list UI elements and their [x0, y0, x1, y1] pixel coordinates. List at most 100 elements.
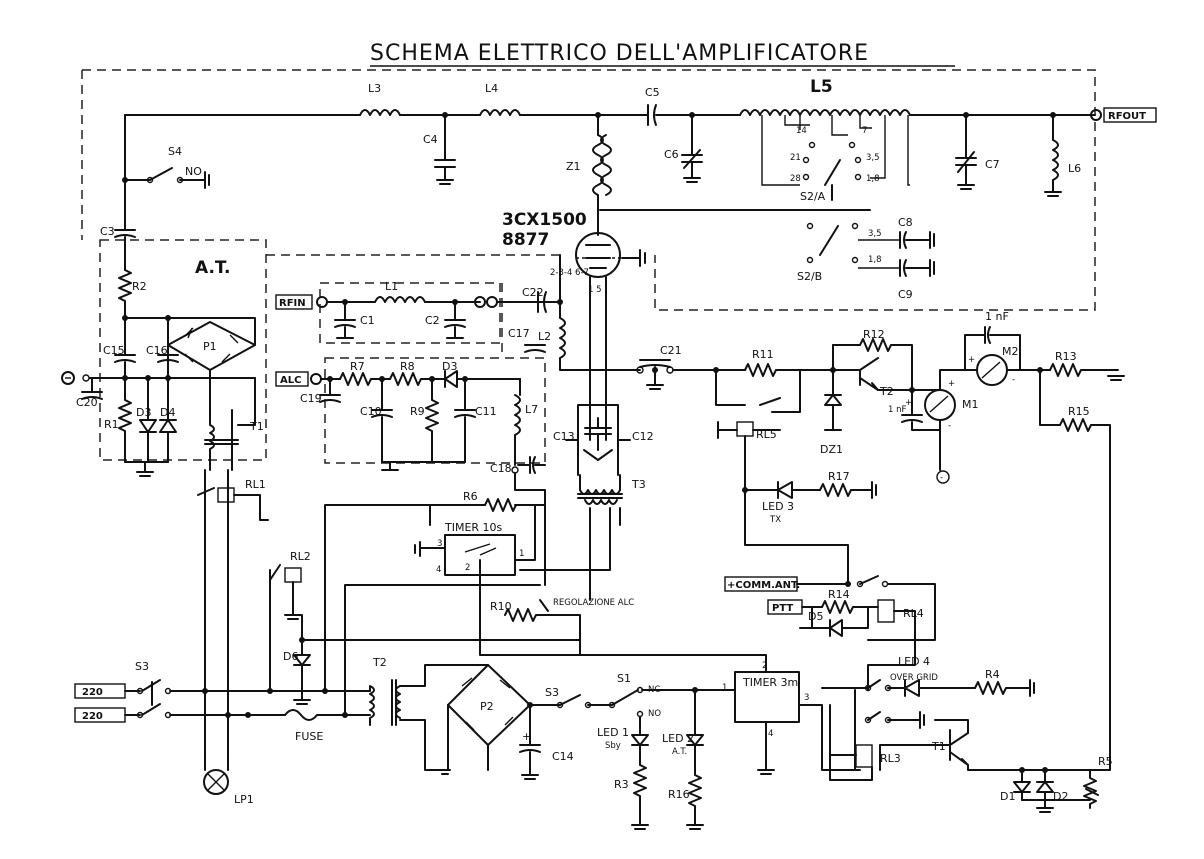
- resistor-r12: [859, 338, 913, 391]
- led1-label: LED 1: [597, 726, 629, 739]
- transistor-t1: [934, 719, 1091, 771]
- tube-heater-pins: 1 5: [588, 285, 602, 295]
- c8-label: C8: [898, 216, 913, 229]
- transformer-t2: [369, 679, 401, 726]
- r17-label: R17: [828, 470, 850, 483]
- switch-s2b[interactable]: [819, 225, 839, 256]
- s3b-label: S3: [545, 686, 559, 699]
- timer10-label: TIMER 10s: [444, 521, 503, 534]
- timer3-pin1: 1: [722, 683, 727, 693]
- c6-label: C6: [664, 148, 679, 161]
- led4-label: LED 4: [898, 655, 930, 668]
- c15-label: C15: [103, 344, 125, 357]
- m2-label: M2: [1002, 345, 1019, 358]
- resistor-r8: [389, 372, 446, 386]
- r14-label: R14: [828, 588, 850, 601]
- c21-label: C21: [660, 344, 682, 357]
- switch-s1[interactable]: [611, 689, 639, 706]
- ground-terminal: -: [940, 473, 943, 483]
- c3-label: C3: [100, 225, 115, 238]
- r1-label: R1: [104, 418, 119, 431]
- d5-label: D5: [808, 610, 823, 623]
- c2-label: C2: [425, 314, 440, 327]
- tap-b18: 1,8: [868, 255, 882, 265]
- m2-cap-label: 1 nF: [985, 310, 1009, 323]
- switch-s3-second[interactable]: [559, 694, 613, 706]
- c17-label: C17: [508, 327, 530, 340]
- inductor-l3: [359, 109, 401, 116]
- r7-label: R7: [350, 360, 365, 373]
- m2-plus: +: [968, 355, 975, 365]
- r12-label: R12: [863, 328, 885, 341]
- led3-label: LED 3: [762, 500, 794, 513]
- potentiometer-r5[interactable]: [1083, 769, 1099, 809]
- timer10-pin1: 1: [519, 549, 524, 559]
- l6-label: L6: [1068, 162, 1081, 175]
- timer3-pin3: 3: [804, 693, 809, 703]
- l7-label: L7: [525, 403, 538, 416]
- d4-label: D4: [160, 406, 175, 419]
- rl2-label[interactable]: RL2: [290, 550, 311, 563]
- c5-label: C5: [645, 86, 660, 99]
- s2b-label: S2/B: [797, 270, 822, 283]
- d3b-label: D3: [136, 406, 151, 419]
- dz1-label: DZ1: [820, 443, 843, 456]
- l2-label: L2: [538, 330, 551, 343]
- p2-label: P2: [480, 700, 494, 713]
- m1-label: M1: [962, 398, 979, 411]
- timer3-label: TIMER 3m: [742, 676, 798, 689]
- rf-out-label: RFOUT: [1108, 111, 1146, 122]
- c10-label: C10: [360, 405, 382, 418]
- t3-label: T3: [631, 478, 646, 491]
- c11-label: C11: [475, 405, 497, 418]
- tap-35: 3,5: [866, 153, 880, 163]
- tap-21: 21: [790, 153, 801, 163]
- t2b-label: T2: [879, 385, 894, 398]
- r11-label: R11: [752, 348, 774, 361]
- led3-sub: TX: [769, 515, 781, 525]
- timer10-pin3: 3: [437, 539, 442, 549]
- rl5-label[interactable]: RL5: [756, 428, 777, 441]
- plus2: +: [948, 379, 955, 389]
- rl1-label[interactable]: RL1: [245, 478, 266, 491]
- inductor-l7: [514, 394, 521, 466]
- switch-s2a[interactable]: [824, 159, 841, 201]
- c4-label: C4: [423, 133, 438, 146]
- inductor-l5: [739, 109, 911, 116]
- t1b-label: T1: [931, 740, 946, 753]
- tap-7: 7: [862, 126, 867, 136]
- r3-label: R3: [614, 778, 629, 791]
- s2a-label: S2/A: [800, 190, 826, 203]
- d1-label: D1: [1000, 790, 1015, 803]
- d2-label: D2: [1053, 790, 1068, 803]
- z1-label: Z1: [566, 160, 581, 173]
- resistor-r6: [484, 498, 517, 512]
- at-power-supply-box: [99, 239, 267, 461]
- c13-label: C13: [553, 430, 575, 443]
- timer10-pin4: 4: [436, 565, 441, 575]
- r6-label: R6: [463, 490, 478, 503]
- resistor-r1: [118, 377, 132, 463]
- r10-label: R10: [490, 600, 512, 613]
- r9-label: R9: [410, 405, 425, 418]
- resistor-r9: [425, 378, 439, 463]
- timer3-pin2: 2: [762, 661, 767, 671]
- inductor-l2: [559, 301, 583, 371]
- switch-s4[interactable]: [149, 167, 210, 189]
- comm-ant-label: +COMM.ANT.: [727, 580, 800, 591]
- l1-label: L1: [385, 280, 398, 293]
- rf-out-connector[interactable]: [1103, 107, 1157, 123]
- led2-sub: A.T.: [672, 747, 687, 757]
- r13-label: R13: [1055, 350, 1077, 363]
- l5-label: L5: [810, 77, 833, 97]
- rl3-label[interactable]: RL3: [880, 752, 901, 765]
- inductor-l6: [1044, 114, 1062, 197]
- tube-grid-pins: 2-3-4 6-7: [550, 268, 589, 278]
- choke-z1: [592, 134, 604, 236]
- switch-s3-mains[interactable]: [141, 679, 161, 716]
- rl4-label[interactable]: RL4: [903, 607, 924, 620]
- transformer-t3: [577, 474, 623, 505]
- resistor-r14: [821, 600, 879, 614]
- diagram-title: SCHEMA ELETTRICO DELL'AMPLIFICATORE: [370, 41, 869, 66]
